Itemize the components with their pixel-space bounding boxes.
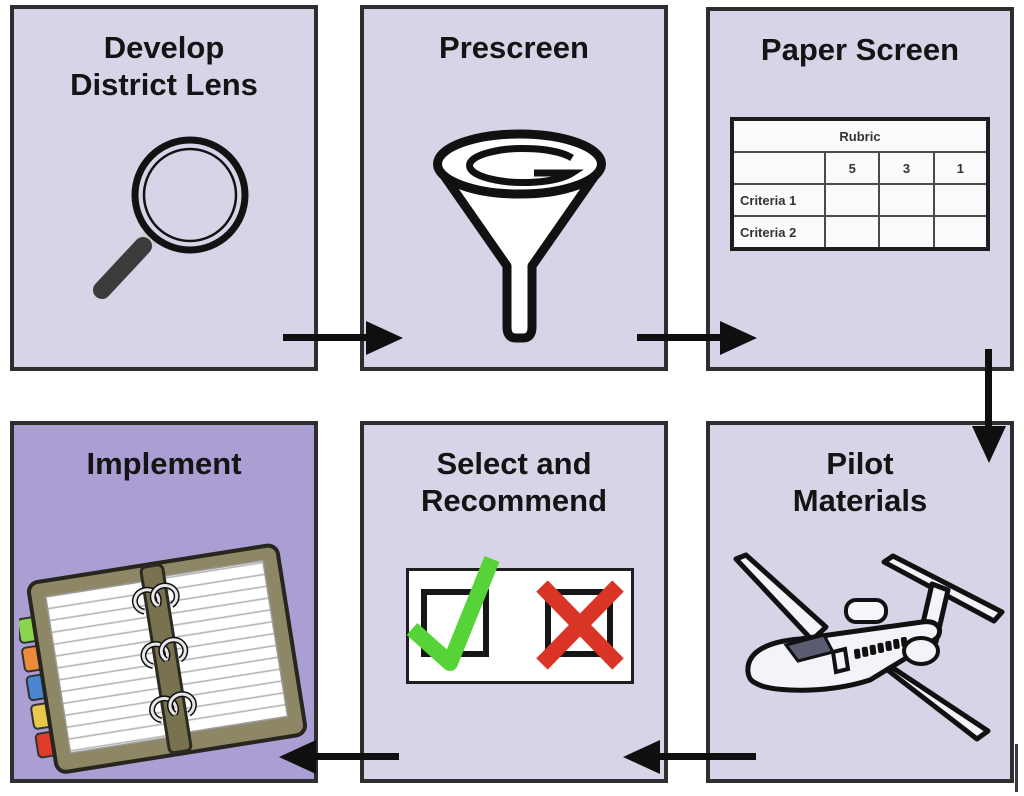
box-title: Develop District Lens	[70, 30, 258, 103]
box-title: Paper Screen	[760, 32, 960, 67]
rubric-table: Rubric 5 3 1 Criteria 1 Criteria 2	[730, 117, 990, 251]
box-title: Pilot Materials	[792, 446, 928, 519]
check-and-cross-icon	[406, 556, 624, 671]
box-develop-district-lens: Develop District Lens	[10, 5, 318, 371]
rubric-score-row: 5 3 1	[730, 151, 990, 185]
rubric-empty-cell	[932, 215, 990, 250]
box-title: Implement	[86, 446, 242, 481]
rubric-criteria-row: Criteria 2	[730, 215, 990, 250]
rubric-empty-cell	[878, 215, 935, 250]
rubric-header-row: Rubric	[731, 118, 989, 153]
arrow-select-to-implement	[316, 753, 399, 760]
box-paper-screen: Paper Screen Rubric 5 3 1 Criteria 1 Cri…	[706, 7, 1014, 371]
rubric-empty-cell	[824, 183, 881, 217]
rubric-criteria-cell: Criteria 1	[730, 183, 827, 217]
box-select-and-recommend: Select and Recommend	[360, 421, 668, 783]
rubric-empty-cell	[730, 151, 827, 185]
airplane-icon	[733, 552, 1005, 742]
box-implement: Implement	[10, 421, 318, 783]
box-pilot-materials: Pilot Materials	[706, 421, 1014, 783]
rubric-criteria-cell: Criteria 2	[730, 215, 827, 250]
funnel-icon	[433, 129, 606, 343]
rubric-empty-cell	[932, 183, 990, 217]
rubric-score-cell: 1	[932, 151, 990, 185]
rubric-empty-cell	[824, 215, 881, 250]
rubric-empty-cell	[878, 183, 935, 217]
arrow-paper-screen-to-pilot	[985, 349, 992, 426]
rubric-criteria-row: Criteria 1	[730, 183, 990, 217]
rubric-score-cell: 3	[878, 151, 935, 185]
text-cursor-artifact	[1015, 744, 1018, 792]
rubric-score-cell: 5	[824, 151, 881, 185]
arrow-pilot-to-select	[660, 753, 756, 760]
arrow-develop-to-prescreen	[283, 334, 366, 341]
arrow-prescreen-to-paper-screen	[637, 334, 720, 341]
box-prescreen: Prescreen	[360, 5, 668, 371]
magnifying-glass-icon	[93, 136, 249, 299]
box-title: Prescreen	[439, 30, 589, 65]
ring-binder-icon	[19, 543, 308, 774]
box-title: Select and Recommend	[420, 446, 608, 519]
rubric-title-cell: Rubric	[731, 118, 989, 153]
